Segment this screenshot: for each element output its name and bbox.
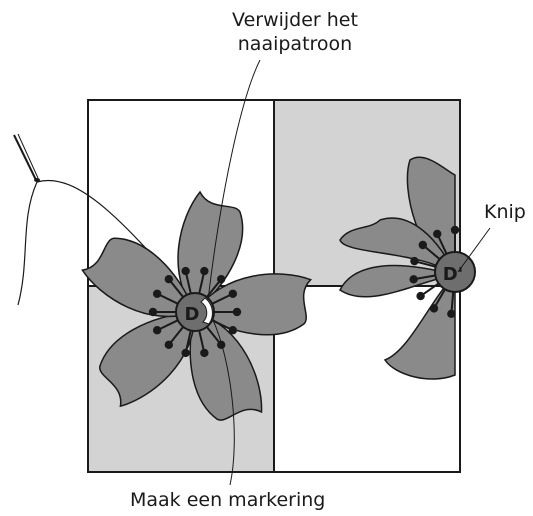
stamen-dot [181,266,190,276]
stamen-dot [200,266,209,276]
stamen-dot [416,291,425,301]
petal [339,264,456,298]
label-cut: Knip [484,201,526,223]
center-mark-left: D [185,304,200,325]
stamen-dot [228,326,238,335]
stamen-dot [429,304,439,313]
petal [193,273,313,336]
stamen-dot [433,229,442,239]
stamen-dot [232,307,242,317]
petal [81,237,197,318]
petal [99,311,196,408]
stamen-dot [216,274,226,284]
petal [189,311,263,421]
stamen-dot [450,225,460,235]
stamen-dot [152,326,162,335]
label-mark: Maak een markering [130,489,326,511]
label-remove-pattern-line2: naaipatroon [237,33,353,55]
petal [339,217,457,278]
label-remove-pattern: Verwijder het naaipatroon [205,8,385,56]
stamen-dot [152,289,162,298]
flower-right: D' [339,156,476,380]
stamen-dot [181,348,190,358]
stamen-dot [228,289,238,298]
leader-remove-pattern [207,59,261,301]
removed-pattern-highlight [200,297,213,325]
stamen-dot [447,309,456,319]
leader-mark [211,317,235,486]
leader-cut [457,227,491,273]
stamen-dot [200,348,209,358]
stamen-dot [164,340,174,350]
stamen-dot [409,275,418,284]
center-mark-right: D' [443,264,463,285]
label-remove-pattern-line1: Verwijder het [232,9,358,31]
stamen-dot [164,274,174,284]
needle-icon [13,133,40,182]
stamen-dot [148,307,158,317]
stamen-dot [418,240,428,250]
stamen-dot [410,256,419,266]
